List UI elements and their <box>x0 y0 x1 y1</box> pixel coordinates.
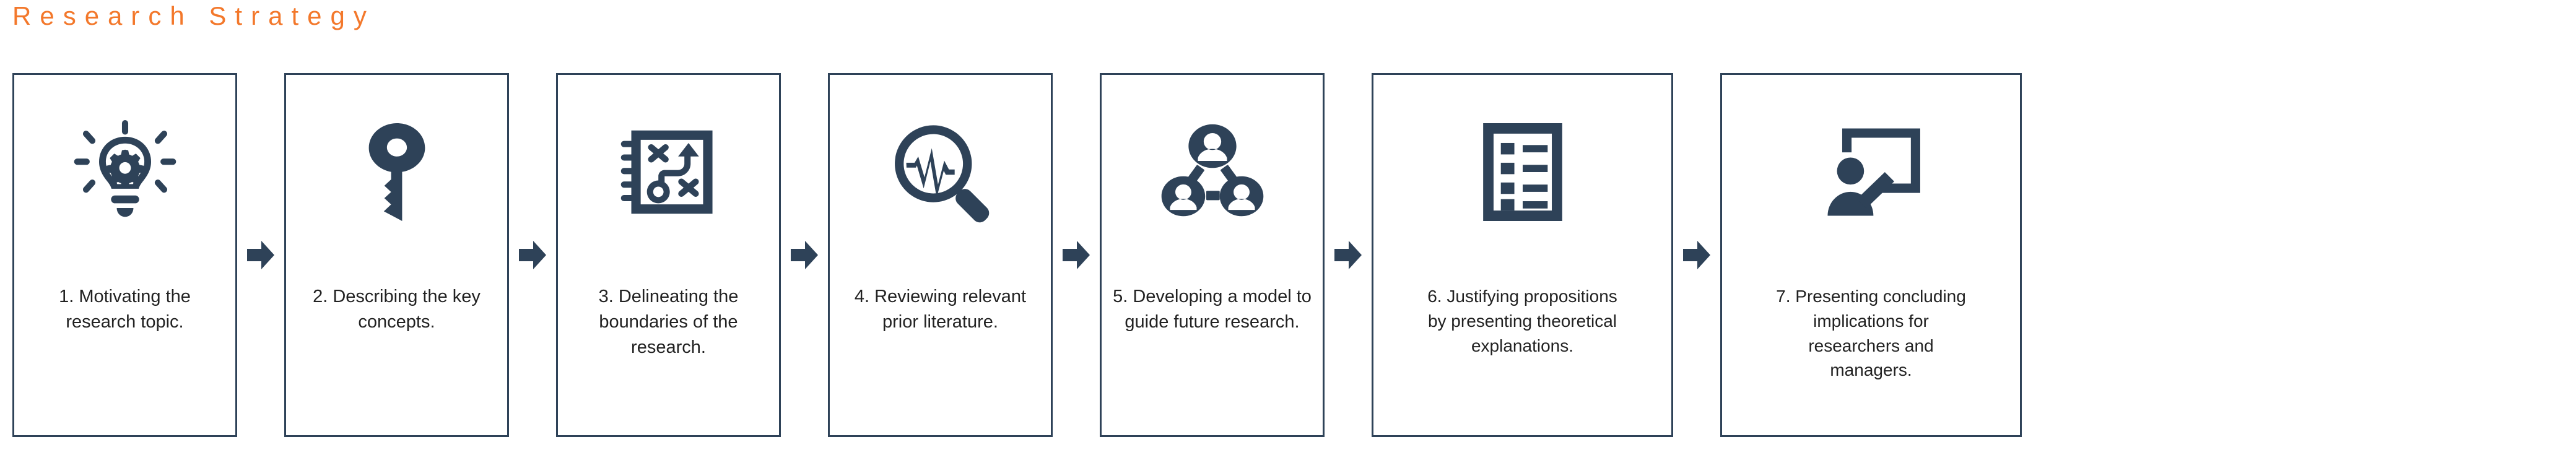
step-card-4[interactable]: 4. Reviewing relevant prior literature. <box>828 73 1053 437</box>
people-network-icon <box>1102 89 1323 256</box>
presenter-whiteboard-icon <box>1722 89 2020 256</box>
arrow-right-icon-5 <box>1325 73 1372 437</box>
step-card-7[interactable]: 7. Presenting concluding implications fo… <box>1720 73 2022 437</box>
process-flow: 1. Motivating the research topic. 2. Des… <box>0 73 2576 444</box>
step-caption-4: 4. Reviewing relevant prior literature. <box>854 287 1027 332</box>
strategy-notepad-icon <box>558 89 779 256</box>
step-caption-3: 3. Delineating the boundaries of the res… <box>598 287 739 358</box>
step-caption-7: 7. Presenting concluding implications fo… <box>1776 287 1966 380</box>
step-caption-6: 6. Justifying propositions by presenting… <box>1427 287 1617 355</box>
step-card-6[interactable]: 6. Justifying propositions by presenting… <box>1372 73 1673 437</box>
page-title: Research Strategy <box>12 1 375 30</box>
step-card-2[interactable]: 2. Describing the key concepts. <box>284 73 509 437</box>
step-card-1[interactable]: 1. Motivating the research topic. <box>12 73 237 437</box>
arrow-right-icon-3 <box>781 73 828 437</box>
step-caption-5: 5. Developing a model to guide future re… <box>1113 287 1312 332</box>
arrow-right-icon-6 <box>1673 73 1720 437</box>
magnifier-pulse-icon <box>830 89 1051 256</box>
arrow-right-icon-1 <box>237 73 284 437</box>
lightbulb-gear-icon <box>14 89 235 256</box>
key-icon <box>286 89 507 256</box>
step-caption-2: 2. Describing the key concepts. <box>313 287 481 332</box>
step-caption-1: 1. Motivating the research topic. <box>59 287 191 332</box>
checklist-document-icon <box>1373 89 1671 256</box>
step-card-5[interactable]: 5. Developing a model to guide future re… <box>1100 73 1325 437</box>
arrow-right-icon-4 <box>1053 73 1100 437</box>
step-card-3[interactable]: 3. Delineating the boundaries of the res… <box>556 73 781 437</box>
arrow-right-icon-2 <box>509 73 556 437</box>
